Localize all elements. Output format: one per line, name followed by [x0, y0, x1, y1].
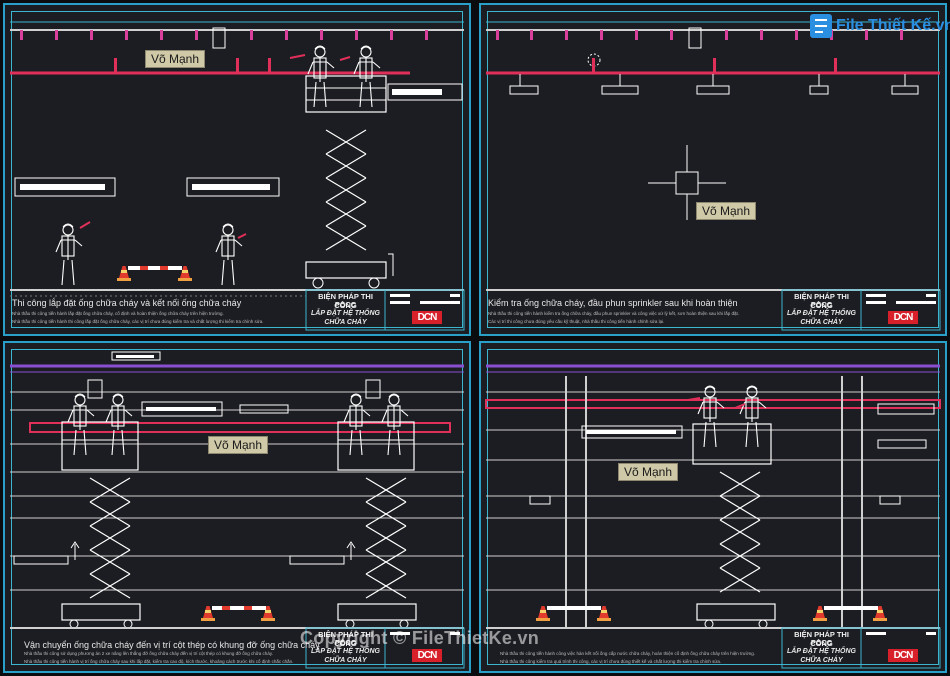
- panel2-note-1: Nhà thầu thi công tiến hành kiểm tra ống…: [488, 311, 740, 316]
- title-block-line3: LẮP ĐẶT HỆ THỐNG: [787, 310, 856, 317]
- title-block-line4: CHỮA CHÁY: [324, 319, 367, 326]
- title-block-line4: CHỮA CHÁY: [324, 657, 367, 664]
- panel1-note-2: Nhà thầu thi công tiến hành thi công lắp…: [12, 319, 264, 324]
- panel-pipe-transport: [3, 341, 471, 673]
- panel1-caption: Thi công lắp đặt ống chữa cháy và kết nố…: [12, 298, 242, 308]
- author-stamp: Võ Mạnh: [696, 202, 757, 220]
- panel4-note-2: Nhà thầu thi công kiểm tra quá trình thi…: [500, 659, 722, 664]
- title-block-line3: LẮP ĐẶT HỆ THỐNG: [311, 310, 380, 317]
- panel2-note-2: Các vị trí thi công chưa đúng yêu cầu kỹ…: [488, 319, 665, 324]
- watermark-brand: File Thiết Kế.vn: [836, 17, 950, 34]
- title-block-subheading: PCCC: [810, 638, 833, 647]
- panel-border: [487, 11, 939, 328]
- copyright-watermark: Copyright © FileThietKe.vn: [300, 628, 540, 648]
- title-block-frames: [305, 289, 941, 669]
- panel3-note-1: Nhà thầu thi công sử dụng phương án 2 xe…: [24, 651, 273, 656]
- panel4-note-1: Nhà thầu thi công tiến hành công việc hà…: [500, 651, 756, 656]
- author-stamp: Võ Mạnh: [618, 463, 679, 481]
- author-stamp: Võ Mạnh: [145, 50, 206, 68]
- title-block-subheading: PCCC: [334, 638, 357, 647]
- title-block-line4: CHỮA CHÁY: [800, 657, 843, 664]
- company-logo: DCN: [888, 311, 918, 324]
- title-block-subheading: PCCC: [810, 300, 833, 309]
- title-block-line3: LẮP ĐẶT HỆ THỐNG: [311, 648, 380, 655]
- title-block-bars: [390, 294, 936, 635]
- panel2-drawing: [486, 21, 940, 291]
- title-block-line3: LẮP ĐẶT HỆ THỐNG: [787, 648, 856, 655]
- panel3-drawing: [10, 351, 464, 629]
- title-block-heading: BIỆN PHÁP THI CÔNG: [794, 630, 849, 648]
- panel1-drawing: [10, 21, 464, 297]
- title-block-heading: BIỆN PHÁP THI CÔNG: [794, 292, 849, 310]
- filethietke-logo-icon: [810, 14, 832, 38]
- panel1-note-1: Nhà thầu thi công tiến hành lắp đặt ống …: [12, 311, 224, 316]
- title-block-heading: BIỆN PHÁP THI CÔNG: [318, 292, 373, 310]
- panel-border: [11, 349, 463, 665]
- author-stamp: Võ Mạnh: [208, 436, 269, 454]
- title-block-heading: BIỆN PHÁP THI CÔNG: [318, 630, 373, 648]
- company-logo: DCN: [412, 649, 442, 662]
- company-logo: DCN: [412, 311, 442, 324]
- panel-border: [487, 349, 939, 665]
- panel4-drawing: [485, 364, 941, 629]
- title-block-subheading: PCCC: [334, 300, 357, 309]
- panel3-note-2: Nhà thầu thi công tiến hành vị trí ống c…: [24, 659, 294, 664]
- title-block-line4: CHỮA CHÁY: [800, 319, 843, 326]
- company-logo: DCN: [888, 649, 918, 662]
- panel3-caption: Vận chuyển ống chữa cháy đến vị trí cột …: [24, 640, 320, 650]
- panel2-caption: Kiểm tra ống chữa cháy, đầu phun sprinkl…: [488, 298, 738, 308]
- panel-border: [11, 11, 463, 328]
